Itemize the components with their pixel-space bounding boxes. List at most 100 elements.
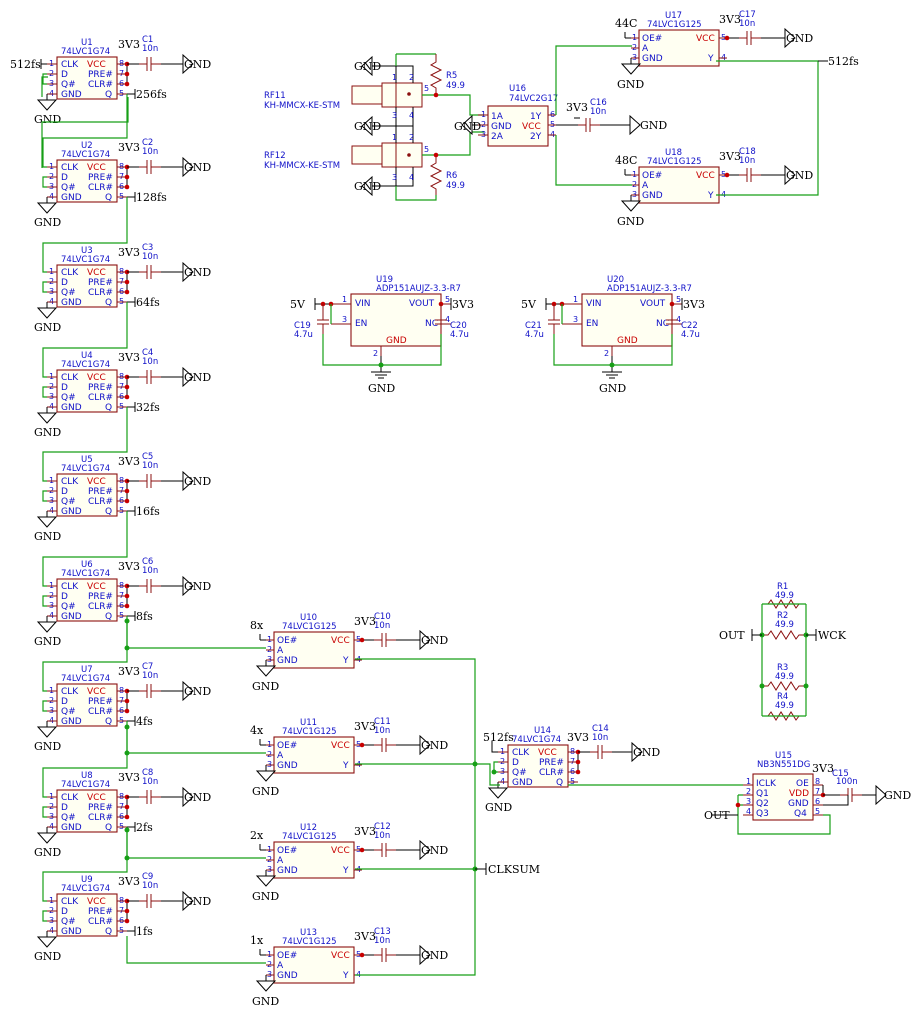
r4-ref: R4 [777, 692, 788, 702]
cap-val: 10n [739, 19, 755, 29]
regulator-u20: U20ADP151AUJZ-3.3-R7VINENVOUTNCGND135425… [521, 275, 705, 395]
rf11-part: KH-MMCX-KE-STM [264, 101, 340, 111]
gnd-label: GND [184, 580, 211, 593]
r1-ref: R1 [777, 582, 788, 592]
ff-pin-label: GND [61, 298, 82, 308]
u15-pin-vdd: VDD [789, 789, 809, 799]
cap-val: 10n [739, 156, 755, 166]
buf-pin-label: Y [342, 761, 349, 771]
cap-val: 10n [142, 671, 158, 681]
ff-pin-label: CLK [61, 60, 79, 70]
c15-ref: C15 [832, 769, 849, 779]
svg-text:5: 5 [424, 145, 429, 154]
vcc-label: 3V3 [566, 101, 588, 114]
gnd-label: GND [34, 846, 61, 859]
ff-pin-label: CLK [61, 582, 79, 592]
u15-pin-q2: Q2 [756, 799, 769, 809]
gnd-label: GND [786, 169, 813, 182]
clksum-net: CLKSUM [355, 658, 540, 976]
ff-out-label: 16fs [136, 505, 160, 518]
gnd-label: GND [184, 791, 211, 804]
vcc-label: 3V3 [567, 731, 589, 744]
gnd-label: GND [34, 635, 61, 648]
c15-val: 100n [836, 777, 858, 787]
buf-part: 74LVC1G125 [647, 157, 702, 167]
ff-pin-label: CLR# [539, 768, 564, 778]
ff-pin-label: CLK [61, 373, 79, 383]
ff-part: 74LVC1G74 [61, 780, 110, 790]
cap-ref: C2 [142, 138, 153, 148]
ff-pin-label: D [61, 70, 68, 80]
buf-ref: U13 [300, 928, 317, 938]
reg-pin-label: VIN [586, 299, 602, 309]
buf-pin-label: GND [277, 656, 298, 666]
ff-pin-label: CLK [61, 687, 79, 697]
ff-pin-label: VCC [87, 477, 106, 487]
ff-pin-label: GND [512, 778, 533, 788]
vcc-label: 3V3 [719, 13, 741, 26]
ff-part: 74LVC1G74 [61, 569, 110, 579]
ff-pin-label: CLK [61, 793, 79, 803]
cap-val: 10n [374, 726, 390, 736]
rf12-part: KH-MMCX-KE-STM [264, 161, 340, 171]
cap-ref: C8 [142, 768, 153, 778]
reg-pin-num: 3 [342, 315, 347, 324]
ff-pin-label: VCC [538, 748, 557, 758]
rf12-ref: RF12 [264, 151, 286, 161]
reg-pin-label: VOUT [409, 299, 435, 309]
cap-val: 10n [142, 777, 158, 787]
r6-val: 49.9 [446, 181, 465, 191]
u16-pin-gnd: GND [491, 122, 512, 132]
svg-text:6: 6 [815, 797, 820, 806]
out-net-label: OUT [719, 629, 745, 642]
ff-pin-label: Q [105, 927, 112, 937]
ff-pin-label: D [61, 173, 68, 183]
ff-pin-label: Q [105, 507, 112, 517]
ff-pin-label: CLK [61, 897, 79, 907]
r1-val: 49.9 [775, 591, 794, 601]
gnd-label: GND [34, 530, 61, 543]
vcc-label: 3V3 [118, 875, 140, 888]
ff-pin-label: PRE# [88, 907, 113, 917]
ff-pin-label: Q# [61, 917, 76, 927]
gnd-label: GND [184, 475, 211, 488]
buf-pin-label: OE# [277, 846, 297, 856]
ff-ref: U8 [81, 771, 93, 781]
vcc-label: 3V3 [118, 38, 140, 51]
clksum-label: CLKSUM [488, 863, 540, 876]
ff-pin-label: Q [105, 90, 112, 100]
reg-pin-num: 5 [445, 295, 450, 304]
svg-text:1: 1 [746, 777, 751, 786]
gnd-label: GND [34, 426, 61, 439]
ff-pin-label: CLK [61, 163, 79, 173]
buf-pin-label: A [277, 751, 284, 761]
ff-pin-label: D [61, 592, 68, 602]
rf12-connector: RF12 KH-MMCX-KE-STM [264, 142, 423, 171]
ff-pin-label: Q [105, 612, 112, 622]
svg-text:4: 4 [409, 173, 414, 182]
gnd-label: GND [252, 680, 279, 693]
gnd-label: GND [252, 785, 279, 798]
r2-ref: R2 [777, 611, 788, 621]
ff-pin-label: GND [61, 823, 82, 833]
gnd-label: GND [617, 78, 644, 91]
buf-part: 74LVC1G125 [282, 622, 337, 632]
cap-ref: C10 [374, 612, 391, 622]
u15-part: NB3N551DG [757, 760, 810, 770]
buf-pin-label: A [277, 646, 284, 656]
buf-oe-label: 8x [250, 619, 264, 632]
ff-pin-label: PRE# [88, 70, 113, 80]
reg-ref: U20 [607, 275, 624, 285]
cap-ref: C11 [374, 717, 391, 727]
r3-ref: R3 [777, 663, 788, 673]
ff-pin-label: VCC [87, 163, 106, 173]
ff-ref: U7 [81, 665, 93, 675]
rf11-ref: RF11 [264, 91, 286, 101]
ff-pin-label: GND [61, 90, 82, 100]
reg-pin-label: NC [425, 319, 438, 329]
vcc-label: 3V3 [683, 298, 705, 311]
ff-pin-label: D [61, 487, 68, 497]
